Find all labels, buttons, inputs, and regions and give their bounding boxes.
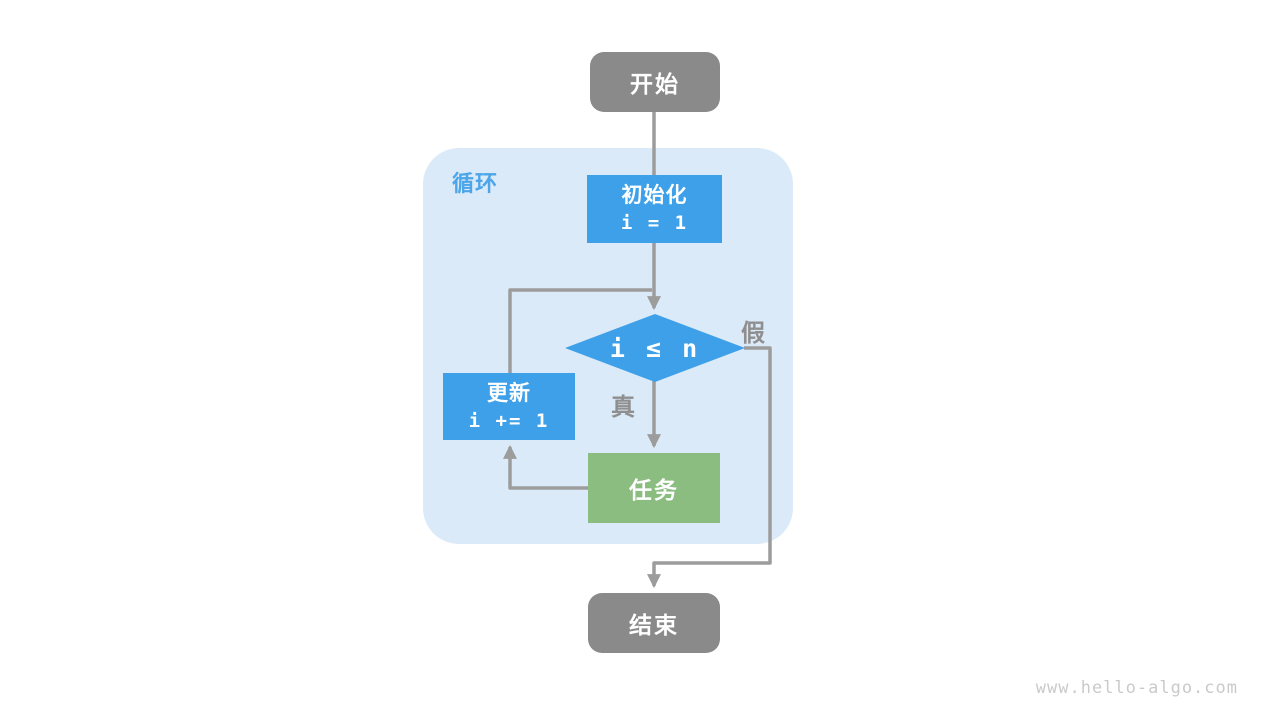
watermark: www.hello-algo.com <box>1035 678 1238 698</box>
node-condition-code: i ≤ n <box>609 333 701 363</box>
node-update-title: 更新 <box>487 381 531 405</box>
node-update-code: i += 1 <box>468 409 550 432</box>
node-initialize-title: 初始化 <box>621 184 688 207</box>
loop-region-label: 循环 <box>452 171 499 196</box>
false-branch-label: 假 <box>741 320 765 347</box>
node-task-label: 任务 <box>629 477 679 503</box>
node-task: 任务 <box>588 453 720 523</box>
node-end: 结束 <box>588 593 720 653</box>
node-end-label: 结束 <box>629 612 679 638</box>
node-initialize-code: i = 1 <box>620 212 689 234</box>
node-start: 开始 <box>590 52 720 112</box>
node-initialize: 初始化 i = 1 <box>587 175 722 243</box>
node-start-label: 开始 <box>630 71 680 97</box>
true-branch-label: 真 <box>611 394 635 421</box>
node-update: 更新 i += 1 <box>443 373 575 440</box>
